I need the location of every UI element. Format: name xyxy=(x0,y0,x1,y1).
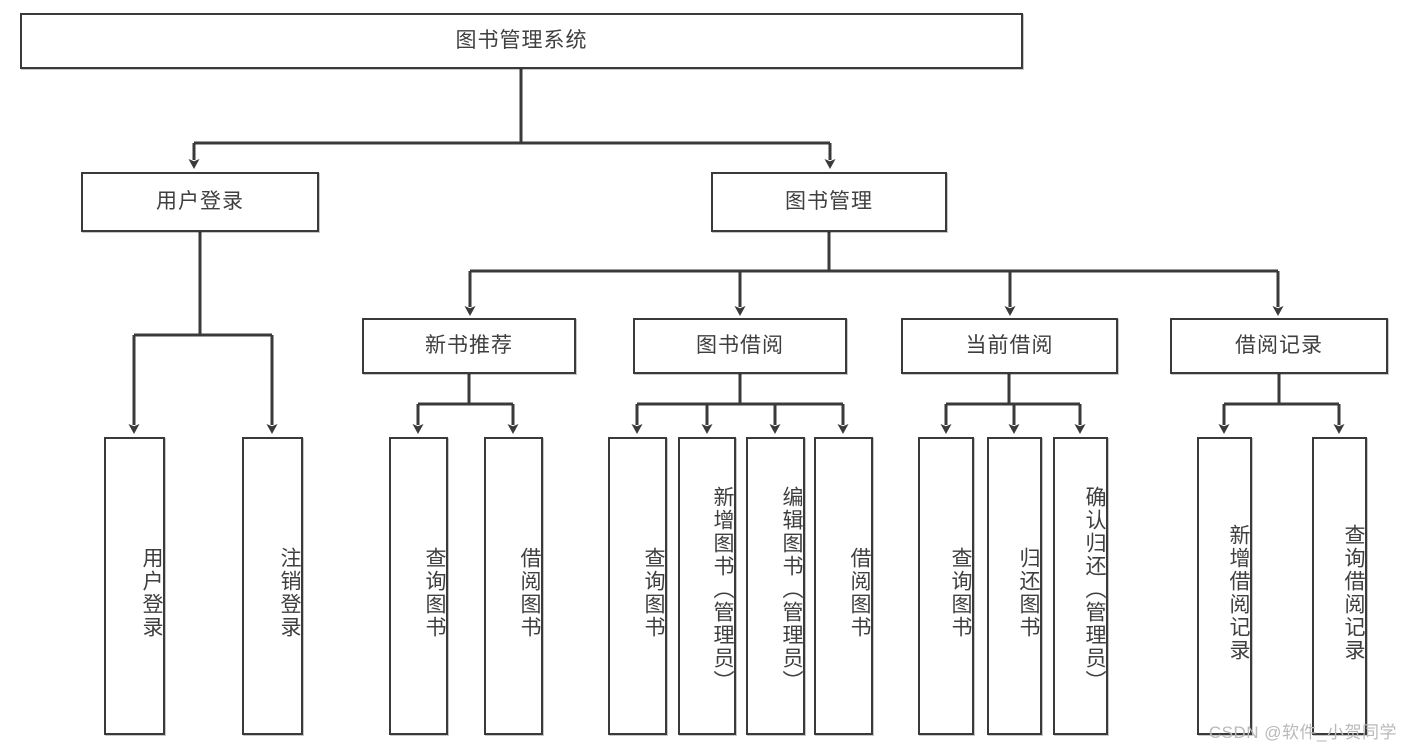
node-leaf-confirm-return-label: 确认归还（管理员） xyxy=(1083,485,1106,693)
node-user-login-label: 用户登录 xyxy=(156,190,244,214)
node-book-borrow-label: 图书借阅 xyxy=(696,334,784,358)
node-leaf-return-book-label: 归还图书 xyxy=(1017,547,1040,639)
node-leaf-borrow-book-recommend[interactable]: 借阅图书 xyxy=(484,437,543,735)
node-leaf-query-book-current[interactable]: 查询图书 xyxy=(918,437,974,735)
node-current-borrow-label: 当前借阅 xyxy=(965,334,1054,358)
node-borrow-record-label: 借阅记录 xyxy=(1235,334,1323,358)
node-root[interactable]: 图书管理系统 xyxy=(20,13,1023,69)
node-leaf-borrow-book-recommend-label: 借阅图书 xyxy=(518,547,541,639)
node-leaf-query-book[interactable]: 查询图书 xyxy=(608,437,667,735)
node-user-login[interactable]: 用户登录 xyxy=(81,172,319,232)
node-leaf-query-borrow-record[interactable]: 查询借阅记录 xyxy=(1312,437,1367,735)
node-leaf-add-book[interactable]: 新增图书（管理员） xyxy=(678,437,736,735)
node-leaf-user-login-label: 用户登录 xyxy=(140,547,163,639)
node-current-borrow[interactable]: 当前借阅 xyxy=(901,318,1118,374)
node-borrow-record[interactable]: 借阅记录 xyxy=(1170,318,1388,374)
node-leaf-query-book-current-label: 查询图书 xyxy=(949,547,972,639)
node-leaf-borrow-book-label: 借阅图书 xyxy=(848,547,871,639)
node-leaf-return-book[interactable]: 归还图书 xyxy=(987,437,1042,735)
node-leaf-query-borrow-record-label: 查询借阅记录 xyxy=(1342,524,1365,662)
node-leaf-query-book-recommend[interactable]: 查询图书 xyxy=(389,437,448,735)
node-leaf-edit-book-label: 编辑图书（管理员） xyxy=(780,485,803,693)
node-leaf-user-logout-label: 注销登录 xyxy=(278,547,301,639)
node-leaf-add-borrow-record-label: 新增借阅记录 xyxy=(1227,524,1250,662)
node-leaf-add-borrow-record[interactable]: 新增借阅记录 xyxy=(1197,437,1252,735)
node-leaf-borrow-book[interactable]: 借阅图书 xyxy=(814,437,873,735)
node-leaf-user-logout[interactable]: 注销登录 xyxy=(242,437,303,735)
node-leaf-query-book-recommend-label: 查询图书 xyxy=(423,547,446,639)
node-book-manage[interactable]: 图书管理 xyxy=(711,172,947,232)
csdn-watermark: CSDN @软件_小贺同学 xyxy=(1208,723,1397,742)
node-leaf-confirm-return[interactable]: 确认归还（管理员） xyxy=(1053,437,1108,735)
node-root-label: 图书管理系统 xyxy=(455,29,588,53)
node-leaf-edit-book[interactable]: 编辑图书（管理员） xyxy=(746,437,805,735)
node-new-book-recommend[interactable]: 新书推荐 xyxy=(362,318,576,374)
node-leaf-query-book-label: 查询图书 xyxy=(642,547,665,639)
node-book-borrow[interactable]: 图书借阅 xyxy=(633,318,847,374)
node-leaf-user-login[interactable]: 用户登录 xyxy=(104,437,165,735)
node-new-book-recommend-label: 新书推荐 xyxy=(425,334,513,358)
node-leaf-add-book-label: 新增图书（管理员） xyxy=(711,485,734,693)
node-book-manage-label: 图书管理 xyxy=(785,190,873,214)
